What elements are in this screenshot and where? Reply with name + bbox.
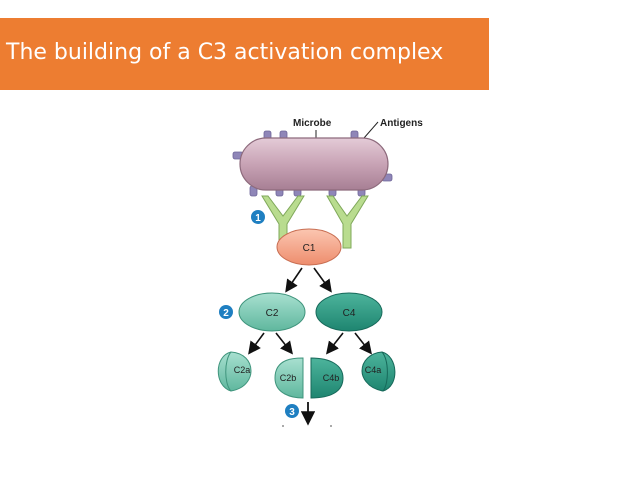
arrow-c4-to-c4b	[326, 332, 344, 355]
c2a-fragment	[217, 351, 252, 392]
arrow-c4-to-c4a	[354, 332, 372, 355]
arrow-c1-to-c4	[313, 267, 332, 293]
antibody-right	[326, 195, 369, 249]
c2b-fragment	[274, 357, 304, 399]
antigens-label: Antigens	[380, 118, 423, 129]
c2b-label: C2b	[280, 373, 297, 383]
arrow-c1-to-c2	[285, 267, 303, 293]
c2-molecule	[238, 292, 306, 332]
c1-molecule	[276, 228, 342, 266]
slide-title: The building of a C3 activation complex	[6, 40, 444, 65]
arrow-c2-to-c2b	[275, 332, 293, 355]
c2a-label: C2a	[234, 365, 251, 375]
step-3-number: 3	[289, 407, 295, 418]
c4a-label: C4a	[365, 365, 382, 375]
c4a-fragment	[361, 351, 396, 392]
arrow-c2-to-c2a	[248, 332, 265, 355]
microbe-label: Microbe	[293, 118, 332, 129]
c4b-fragment	[310, 357, 344, 399]
step-2-badge: 2	[219, 305, 233, 319]
c4-label: C4	[343, 308, 356, 319]
c4b-label: C4b	[323, 373, 340, 383]
step-2-number: 2	[223, 308, 229, 319]
c2-label: C2	[266, 308, 279, 319]
title-banner: The building of a C3 activation complex	[0, 18, 489, 90]
antigens-pointer	[363, 121, 379, 139]
antibody-left	[261, 195, 305, 249]
step-1-badge: 1	[251, 210, 265, 224]
microbe-body	[239, 137, 389, 191]
c1-label: C1	[303, 243, 316, 254]
step-3-badge: 3	[285, 404, 299, 418]
step-1-number: 1	[255, 213, 261, 224]
c4-molecule	[315, 292, 383, 332]
